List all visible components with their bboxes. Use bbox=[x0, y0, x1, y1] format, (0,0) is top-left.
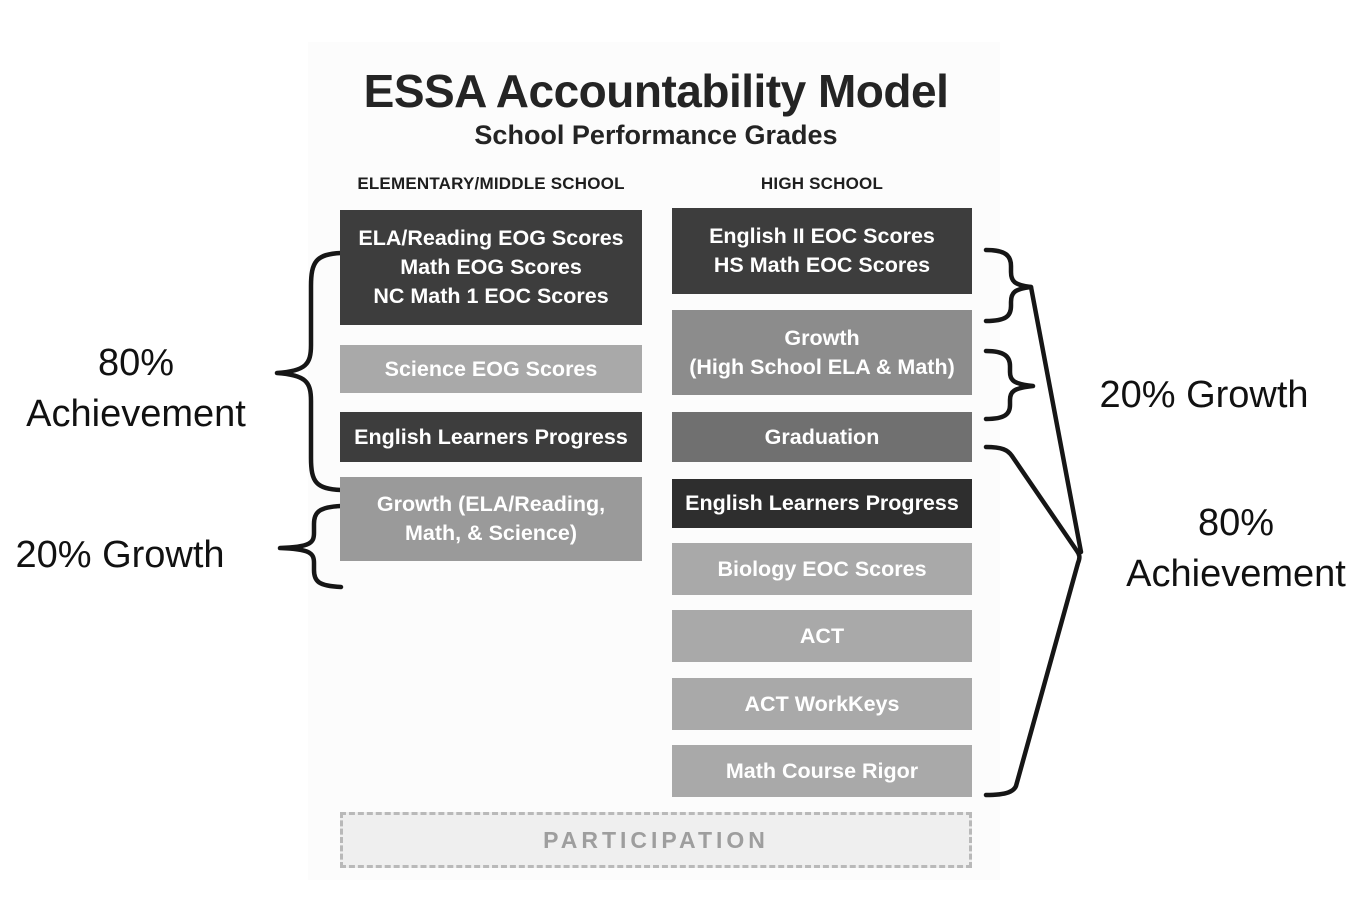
hs-graduation-box: Graduation bbox=[672, 412, 972, 462]
left-achievement-annotation: 80% Achievement bbox=[0, 338, 272, 440]
annotation-line: Achievement bbox=[1126, 553, 1346, 595]
right-achievement-annotation: 80% Achievement bbox=[1108, 498, 1364, 600]
box-text-line: ACT bbox=[799, 623, 845, 648]
hs-act-workkeys-box: ACT WorkKeys bbox=[672, 678, 972, 730]
hs-english-learners-box: English Learners Progress bbox=[672, 479, 972, 528]
brace-right-achievement bbox=[983, 444, 1082, 798]
box-text-line: Science EOG Scores bbox=[384, 356, 598, 381]
hs-biology-box: Biology EOC Scores bbox=[672, 543, 972, 595]
box-text-line: English Learners Progress bbox=[354, 424, 628, 449]
page-title: ESSA Accountability Model bbox=[363, 65, 949, 117]
box-text-line: ACT WorkKeys bbox=[744, 691, 900, 716]
box-text-line: (High School ELA & Math) bbox=[689, 354, 955, 379]
box-text-line: HS Math EOC Scores bbox=[713, 253, 931, 277]
box-text-line: Growth bbox=[784, 325, 860, 350]
box-text-line: English Learners Progress bbox=[685, 491, 959, 515]
box-text-line: Math, & Science) bbox=[404, 521, 578, 545]
hs-math-course-rigor-box: Math Course Rigor bbox=[672, 745, 972, 797]
box-text-line: Graduation bbox=[764, 424, 880, 449]
hs-growth-box: Growth (High School ELA & Math) bbox=[672, 310, 972, 395]
left-column-header: ELEMENTARY/MIDDLE SCHOOL bbox=[357, 174, 625, 193]
box-text-line: Math Course Rigor bbox=[725, 758, 919, 783]
box-text-line: Biology EOC Scores bbox=[717, 556, 927, 581]
annotation-line: 80% bbox=[1197, 502, 1275, 544]
hs-act-box: ACT bbox=[672, 610, 972, 662]
box-text-line: ELA/Reading EOG Scores bbox=[358, 226, 624, 250]
page-subtitle: School Performance Grades bbox=[474, 120, 838, 150]
hs-eoc-scores-box: English II EOC Scores HS Math EOC Scores bbox=[672, 208, 972, 294]
annotation-line: 80% bbox=[97, 342, 175, 384]
emd-english-learners-box: English Learners Progress bbox=[340, 412, 642, 462]
emd-science-box: Science EOG Scores bbox=[340, 345, 642, 393]
emd-growth-box: Growth (ELA/Reading, Math, & Science) bbox=[340, 477, 642, 561]
annotation-line: Achievement bbox=[26, 393, 246, 435]
right-column-header: HIGH SCHOOL bbox=[760, 174, 884, 193]
participation-label: PARTICIPATION bbox=[543, 826, 769, 853]
right-growth-annotation: 20% Growth bbox=[1099, 374, 1309, 416]
box-text-line: Math EOG Scores bbox=[400, 255, 582, 279]
connector-right-achievement bbox=[1028, 284, 1084, 555]
box-text-line: NC Math 1 EOC Scores bbox=[373, 284, 609, 308]
box-text-line: Growth (ELA/Reading, bbox=[376, 492, 606, 516]
participation-box: PARTICIPATION bbox=[340, 812, 972, 868]
emd-scores-box: ELA/Reading EOG Scores Math EOG Scores N… bbox=[340, 210, 642, 325]
box-text-line: English II EOC Scores bbox=[709, 224, 935, 248]
left-growth-annotation: 20% Growth bbox=[15, 534, 225, 576]
